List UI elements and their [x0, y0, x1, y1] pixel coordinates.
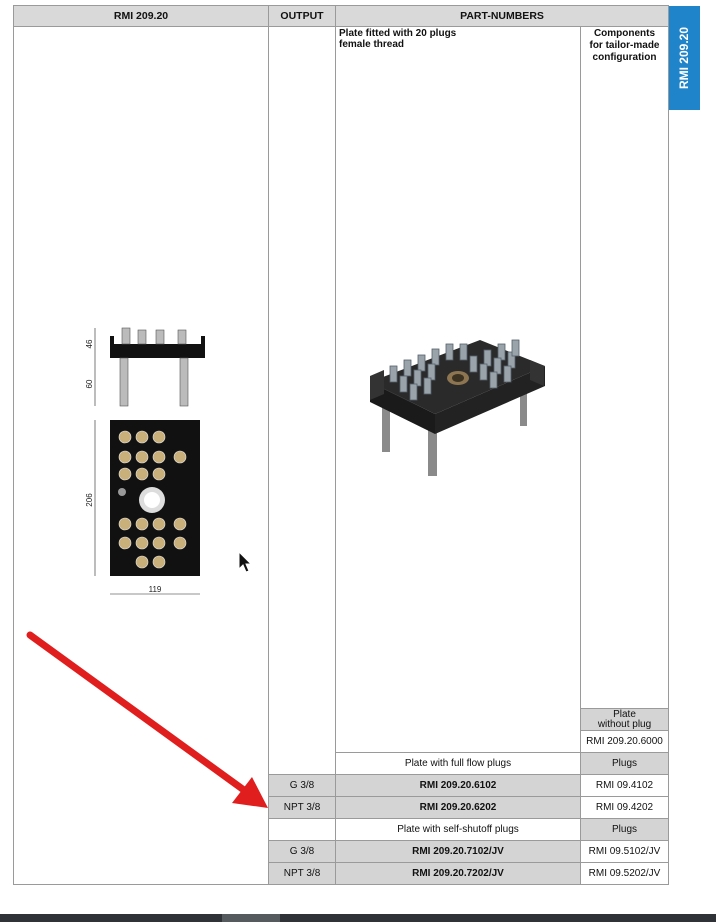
table-row-part: RMI 209.20.6202: [336, 797, 580, 818]
annotation-arrow-icon: [26, 631, 268, 808]
side-tab-label: RMI 209.20: [677, 26, 692, 90]
components-column-title: Components for tailor-made configuration: [589, 28, 660, 63]
dim-height-legs: 60: [85, 379, 94, 388]
section-full-flow-title: Plate with full flow plugs: [404, 758, 512, 769]
side-tab: [668, 6, 700, 110]
table-row-component: RMI 09.4102: [595, 780, 654, 791]
table-row-part: RMI 209.20.6102: [336, 775, 580, 796]
table-row-part: RMI 209.20.7102/JV: [336, 841, 580, 862]
mouse-pointer-icon: [238, 551, 252, 573]
bottom-bar-segment: [222, 914, 280, 922]
technical-drawing: 46 60 206 119: [85, 327, 205, 595]
table-row-output: G 3/8: [269, 775, 335, 796]
dim-plate-length: 206: [85, 493, 94, 507]
section-self-shutoff-title: Plate with self-shutoff plugs: [397, 824, 519, 835]
table-row-component: RMI 09.5102/JV: [588, 846, 661, 857]
plate-without-plug-label: Plate without plug: [581, 709, 668, 730]
table-row-component: RMI 09.4202: [595, 802, 654, 813]
table-row-component: RMI 09.5202/JV: [588, 868, 661, 879]
plate-column-title: Plate fitted with 20 plugs female thread: [339, 28, 457, 50]
plate-without-plug-part: RMI 209.20.6000: [586, 736, 663, 747]
dim-plate-width: 119: [149, 585, 162, 594]
output-column-header: OUTPUT: [269, 6, 335, 26]
table-row-part: RMI 209.20.7202/JV: [336, 863, 580, 884]
product-photo: [370, 339, 545, 476]
section-full-flow-component-header: Plugs: [581, 753, 668, 774]
bottom-bar: [0, 914, 716, 922]
table-row-output: G 3/8: [269, 841, 335, 862]
section-self-shutoff-component-header: Plugs: [581, 819, 668, 840]
dim-height-top: 46: [85, 339, 94, 348]
table-row-output: NPT 3/8: [269, 863, 335, 884]
table-row-output: NPT 3/8: [269, 797, 335, 818]
model-column-header: RMI 209.20: [14, 6, 268, 26]
part-numbers-column-header: PART-NUMBERS: [336, 6, 668, 26]
